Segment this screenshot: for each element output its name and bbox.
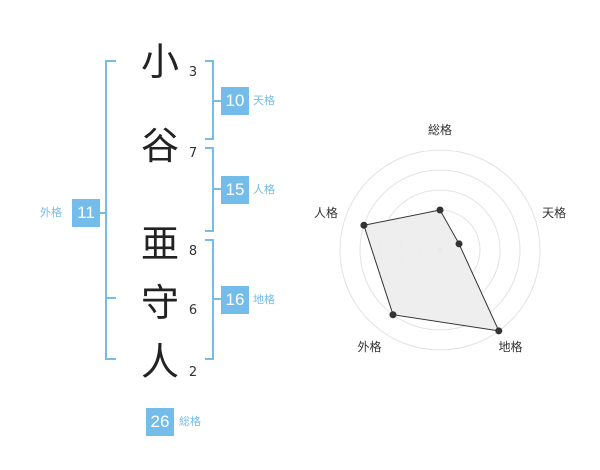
jinkaku-value: 15 xyxy=(221,176,249,204)
gaikaku-value: 11 xyxy=(72,199,100,227)
chikaku-value: 16 xyxy=(221,286,249,314)
radar-points xyxy=(360,206,503,335)
stroke-count-5: 2 xyxy=(188,365,198,380)
radar-ring-4 xyxy=(359,169,521,331)
name-char-3: 亜 xyxy=(140,222,179,266)
jinkaku-label: 人格 xyxy=(253,183,275,196)
stroke-count-4: 6 xyxy=(188,303,198,318)
radar-point-2 xyxy=(455,240,463,248)
radar-axis-label-2: 天格 xyxy=(542,205,566,220)
radar-axis-label-4: 外格 xyxy=(357,339,381,354)
stroke-count-1: 3 xyxy=(188,65,198,80)
gaikaku-label: 外格 xyxy=(40,206,62,219)
radar-point-5 xyxy=(360,221,368,229)
name-char-4: 守 xyxy=(140,281,179,325)
soukaku-value: 26 xyxy=(146,408,174,436)
radar-axis-label-5: 人格 xyxy=(314,205,338,220)
stroke-count-3: 8 xyxy=(188,244,198,259)
soukaku-label: 総格 xyxy=(179,415,201,428)
name-char-1: 小 xyxy=(140,40,179,84)
radar-polygon xyxy=(363,209,500,332)
radar-point-4 xyxy=(389,311,397,319)
tenkaku-value: 10 xyxy=(221,87,249,115)
tenkaku-label: 天格 xyxy=(253,94,275,107)
radar-point-1 xyxy=(436,206,444,214)
chikaku-label: 地格 xyxy=(253,293,275,306)
stroke-count-2: 7 xyxy=(188,146,198,161)
name-char-5: 人 xyxy=(140,340,179,384)
gaikaku-bracket xyxy=(105,60,116,360)
radar-ring-5 xyxy=(339,149,541,351)
name-char-2: 谷 xyxy=(140,124,179,168)
radar-axis-label-1: 総格 xyxy=(428,122,452,137)
radar-point-3 xyxy=(495,327,503,335)
radar-axis-label-3: 地格 xyxy=(499,339,523,354)
